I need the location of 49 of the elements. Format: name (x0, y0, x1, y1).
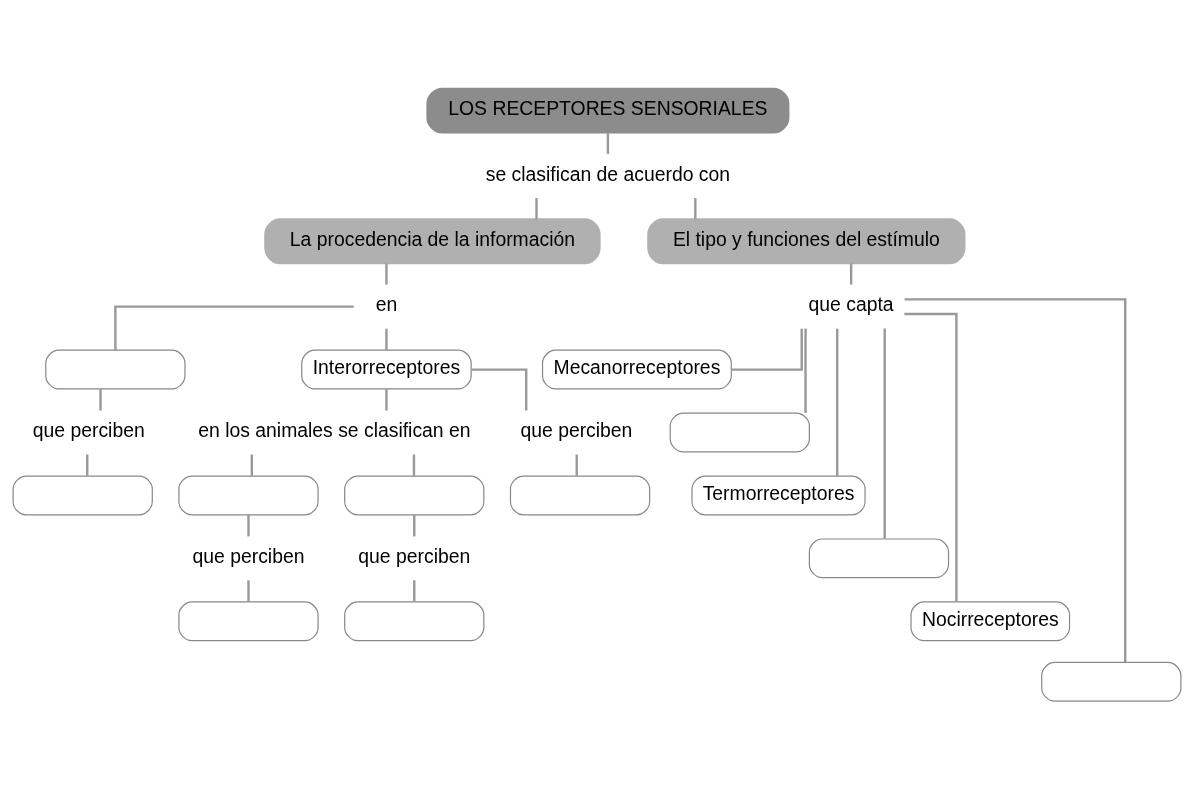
node-text: en (375, 292, 398, 315)
node-box (808, 537, 950, 578)
node-box: Interorreceptores (301, 349, 472, 390)
node-box (12, 474, 153, 515)
connector (385, 328, 388, 350)
connector (575, 454, 578, 476)
node-box: El tipo y funciones del estímulo (647, 217, 966, 264)
node-box: Mecanorreceptores (541, 349, 732, 390)
node-box (1041, 661, 1182, 702)
node-text: que perciben (192, 544, 305, 567)
connector (904, 312, 958, 602)
node-text: que capta (808, 292, 894, 315)
node-box (45, 349, 186, 390)
connector (804, 328, 807, 413)
connector (836, 328, 839, 476)
connector (250, 454, 253, 476)
node-box: Nocirreceptores (910, 600, 1071, 641)
connector (99, 388, 102, 411)
connector (694, 197, 697, 219)
node-box: La procedencia de la información (264, 217, 601, 264)
connector (385, 262, 388, 285)
connector (86, 454, 89, 476)
node-box (509, 474, 651, 515)
node-text: que perciben (358, 544, 471, 567)
connector (904, 297, 1127, 662)
node-text: que perciben (520, 418, 633, 441)
node-box (178, 600, 319, 641)
connector (535, 197, 538, 219)
node-box (178, 474, 319, 515)
node-box (669, 412, 810, 452)
connector (849, 262, 853, 285)
connector (413, 579, 416, 602)
node-box (344, 600, 485, 641)
connector (413, 514, 416, 536)
node-box (344, 474, 485, 515)
node-box: Termorreceptores (691, 474, 866, 515)
connector (412, 454, 416, 476)
connector (247, 579, 250, 602)
node-text: que perciben (32, 418, 145, 441)
connector (471, 367, 528, 410)
connector (114, 304, 354, 350)
node-box: LOS RECEPTORES SENSORIALES (426, 87, 790, 134)
node-text: en los animales se clasifican en (198, 418, 471, 441)
connector (883, 328, 886, 539)
connector (731, 328, 803, 371)
connector (385, 388, 388, 411)
node-text: se clasifican de acuerdo con (485, 162, 731, 185)
connector (247, 514, 250, 536)
connector (606, 132, 610, 154)
